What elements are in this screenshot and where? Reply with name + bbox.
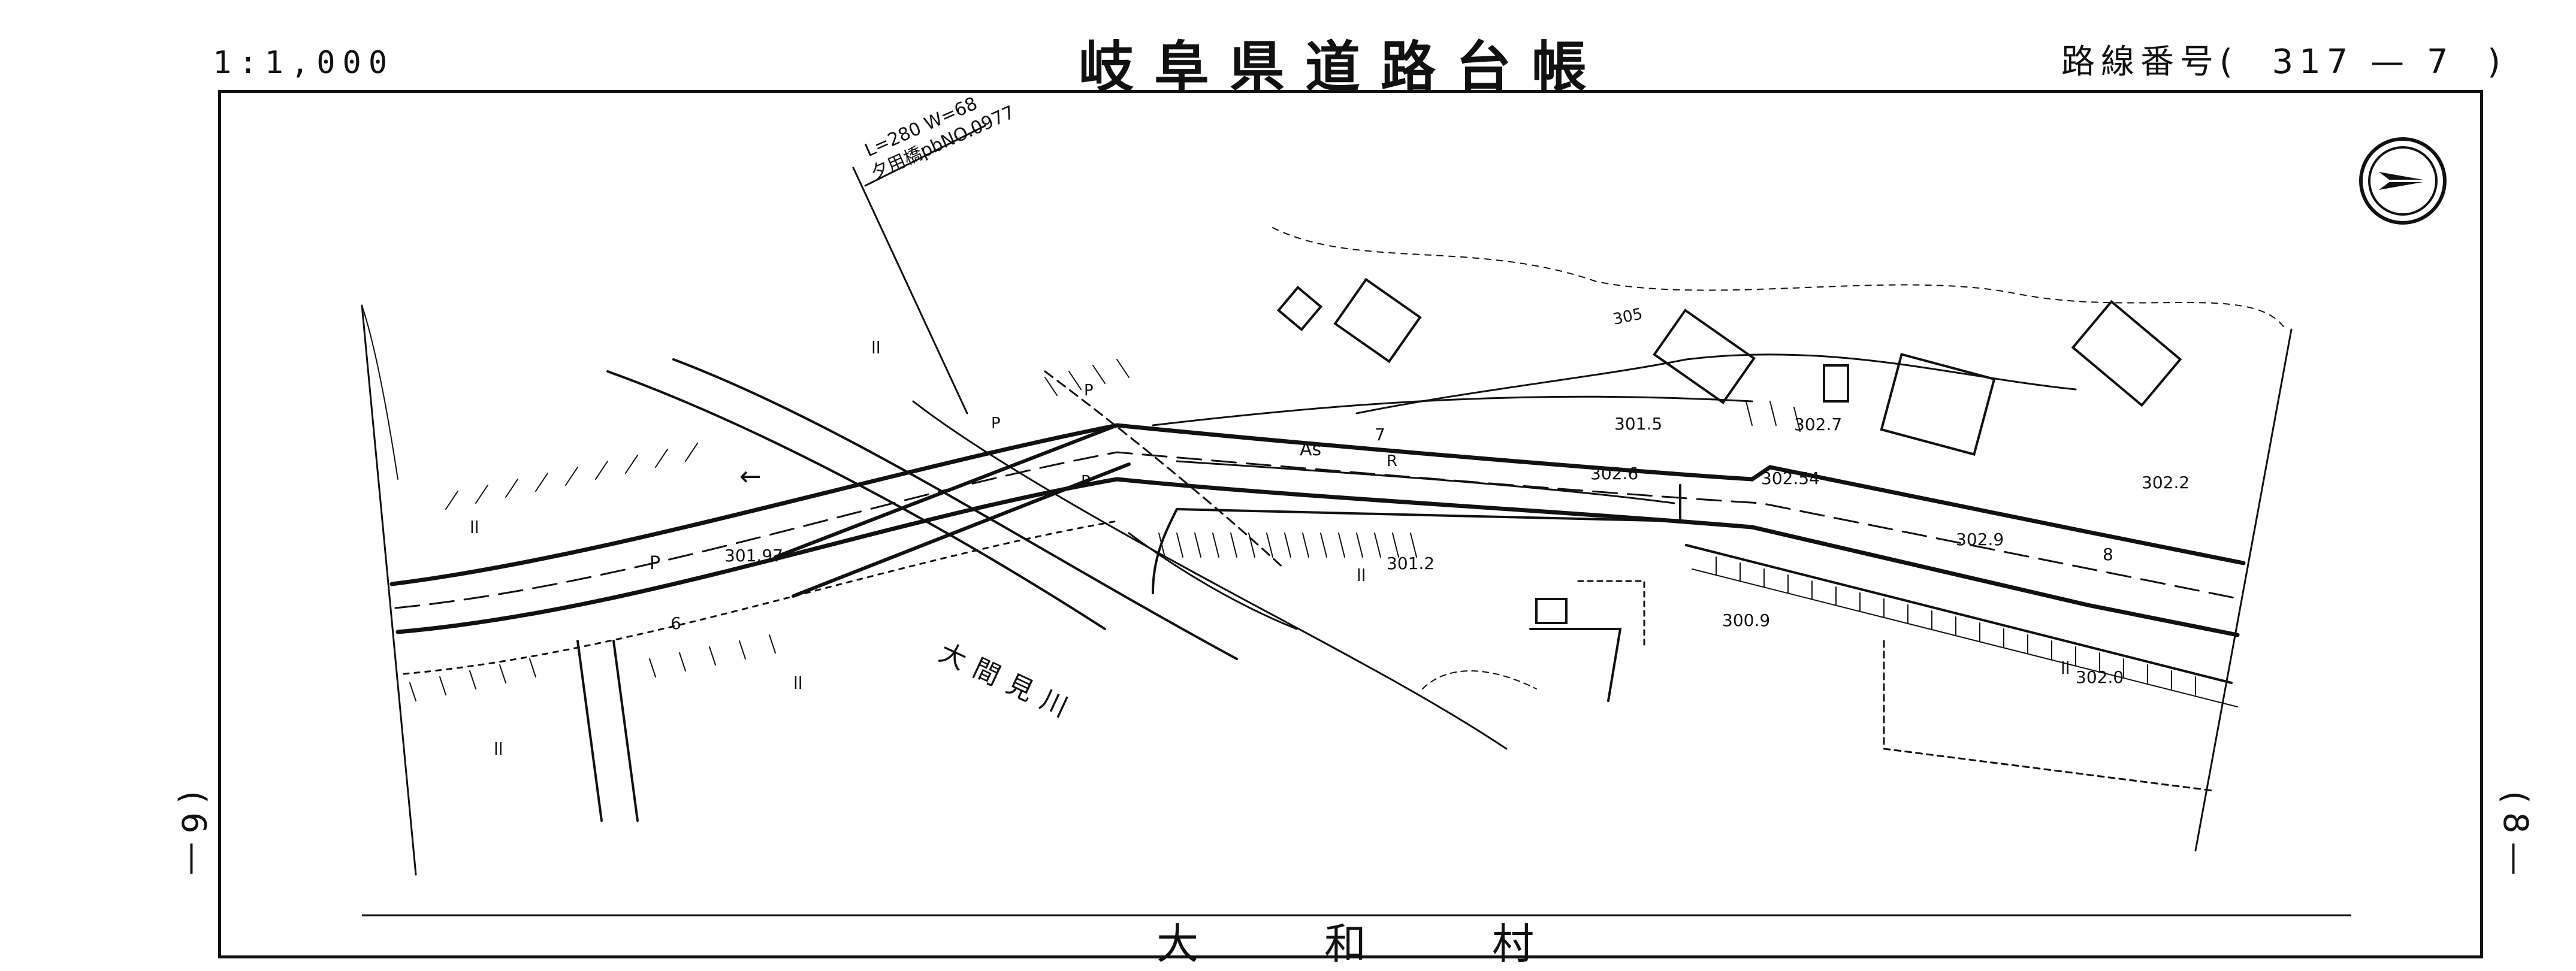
field-mark-3: ll [1357, 565, 1366, 585]
map-scale: 1:1,000 [213, 45, 395, 81]
road-map: L=280 W=68 夕用橋pbNO.0977 大間見川 As 6 7 8 P … [361, 93, 2351, 916]
elevation-302-2: 302.2 [2142, 473, 2190, 492]
r-label-2: R [1081, 473, 1092, 491]
elevation-301-2: 301.2 [1387, 553, 1435, 573]
road-width-7: 7 [1375, 425, 1385, 444]
parking-label-2: P [991, 415, 1001, 432]
elevation-301-97: 301.97 [724, 546, 783, 565]
buildings [1276, 277, 2182, 702]
elevation-302-7: 302.7 [1794, 415, 1842, 434]
field-mark-4: ll [793, 673, 803, 693]
road-width-6: 6 [671, 613, 681, 633]
retaining-wall-north [1152, 395, 1753, 426]
survey-boundary [361, 304, 417, 876]
page-mark-left: (6— [174, 791, 213, 884]
field-mark-6: ll [2061, 658, 2070, 678]
elevation-301-5: 301.5 [1614, 414, 1662, 434]
contour-305 [1355, 353, 2077, 415]
road-centerline [394, 451, 2242, 609]
north-arrow-icon [2359, 137, 2447, 225]
bridge-leader [852, 167, 968, 415]
elevation-302-9: 302.9 [1956, 530, 2004, 549]
road-surface-label: As [1300, 439, 1321, 460]
elevation-300-9: 300.9 [1722, 610, 1770, 630]
bridge-deck-north [774, 424, 1119, 559]
r-label: R [1387, 452, 1397, 470]
parking-label: P [650, 553, 660, 574]
village-name: 大和村 [1156, 919, 1660, 969]
river-bank-west [606, 370, 1106, 630]
road-width-8: 8 [2103, 545, 2113, 564]
field-mark: ll [871, 338, 881, 358]
page-title: 岐阜県道路台帳 [1079, 35, 1608, 99]
road-edge-south [395, 477, 2240, 637]
parking-label-3: P [1084, 382, 1094, 400]
bridge-deck-south [792, 462, 1131, 598]
elevation-302-0: 302.0 [2076, 667, 2124, 687]
survey-boundary-right [2194, 328, 2293, 852]
field-mark-2: ll [470, 518, 479, 537]
elevation-302-6: 302.6 [1590, 464, 1638, 483]
field-mark-5: ll [494, 739, 503, 759]
route-number: 路線番号( 317 — 7 ) [2061, 43, 2507, 81]
elevation-302-54: 302.54 [1761, 468, 1820, 488]
page-mark-right: (8— [2496, 791, 2535, 884]
direction-arrow: ← [739, 461, 762, 492]
contour-label-305: 305 [1611, 305, 1644, 329]
river-bank-east [672, 358, 1238, 660]
river-name: 大間見川 [934, 637, 1082, 728]
